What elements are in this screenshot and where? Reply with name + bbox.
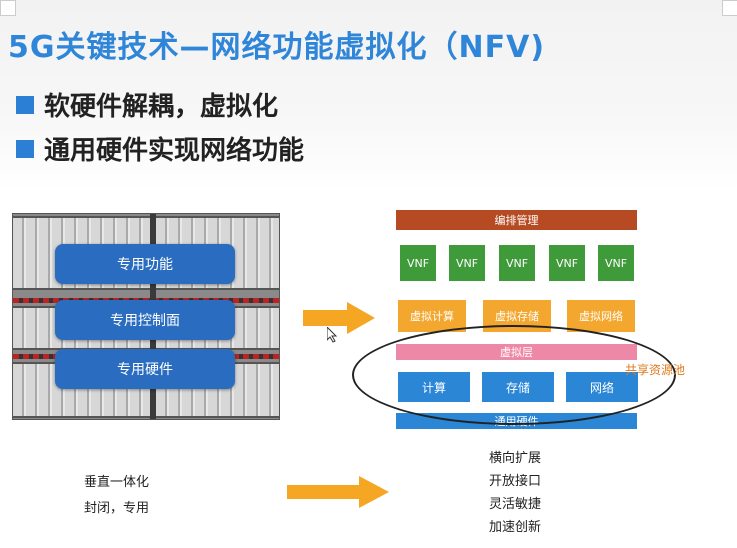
- benefit-item: 开放接口: [489, 474, 542, 489]
- dedicated-hardware-label: 专用硬件: [55, 349, 235, 389]
- orchestration-bar: 编排管理: [396, 210, 637, 230]
- dedicated-function-label: 专用功能: [55, 244, 235, 284]
- caption-line: 垂直一体化: [84, 475, 150, 490]
- arrow-right-icon: [287, 476, 389, 508]
- caption-line: 封闭，专用: [84, 501, 150, 516]
- bullet-square-icon: [16, 95, 34, 114]
- bullet-item: 通用硬件实现网络功能: [16, 130, 304, 167]
- bullet-text: 软硬件解耦，虚拟化: [44, 92, 279, 122]
- shared-pool-ellipse: [352, 325, 676, 425]
- vnf-box: VNF: [549, 245, 585, 281]
- bullet-square-icon: [16, 139, 34, 158]
- benefit-item: 加速创新: [489, 520, 542, 535]
- benefit-item: 灵活敏捷: [489, 497, 542, 512]
- vnf-box: VNF: [499, 245, 535, 281]
- arrow-right-icon: [303, 302, 375, 334]
- slide-title: 5G关键技术—网络功能虚拟化（NFV): [8, 30, 546, 65]
- server-rack-image: 专用功能 专用控制面 专用硬件: [12, 213, 280, 420]
- dedicated-control-plane-label: 专用控制面: [55, 300, 235, 340]
- left-caption: 垂直一体化 封闭，专用: [84, 470, 149, 522]
- benefits-list: 横向扩展 开放接口 灵活敏捷 加速创新: [489, 447, 541, 539]
- header-background: [0, 0, 737, 190]
- window-corner-left: [0, 0, 16, 16]
- bullet-item: 软硬件解耦，虚拟化: [16, 86, 278, 123]
- bullet-text: 通用硬件实现网络功能: [44, 136, 305, 166]
- vnf-box: VNF: [400, 245, 436, 281]
- benefit-item: 横向扩展: [489, 451, 542, 466]
- virtual-compute-box: 虚拟计算: [398, 300, 466, 332]
- mouse-cursor-icon: [327, 327, 338, 343]
- shared-pool-label: 共享资源池: [625, 363, 686, 377]
- virtual-network-box: 虚拟网络: [567, 300, 635, 332]
- vnf-box: VNF: [449, 245, 485, 281]
- window-corner-right: [722, 0, 737, 16]
- vnf-box: VNF: [598, 245, 634, 281]
